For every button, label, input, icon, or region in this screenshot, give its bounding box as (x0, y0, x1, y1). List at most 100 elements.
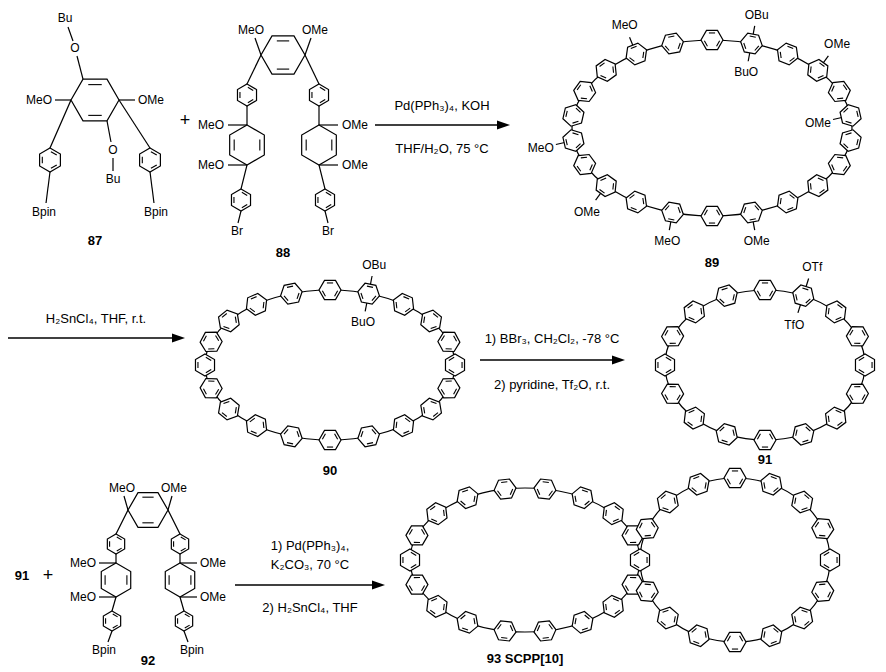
double-bond (405, 418, 410, 422)
double-bond (787, 46, 793, 48)
double-bond (575, 496, 576, 502)
ring-outline (165, 563, 194, 597)
bond-line (305, 38, 311, 55)
double-bond (203, 389, 206, 394)
atom-label: OBu (361, 259, 387, 271)
double-bond (700, 416, 702, 422)
ring-outline (826, 407, 846, 429)
double-bond (197, 362, 198, 368)
double-bond (630, 542, 636, 543)
bond-line (305, 55, 319, 84)
double-bond (625, 585, 628, 590)
double-bond (142, 497, 153, 498)
double-bond (443, 604, 445, 610)
double-bond (335, 291, 338, 296)
ring-outline (826, 301, 846, 323)
double-bond (780, 198, 782, 204)
ring-outline (662, 384, 684, 403)
double-bond (700, 308, 702, 314)
ring-outline (406, 575, 428, 594)
double-bond (774, 488, 779, 492)
double-bond (770, 434, 773, 439)
double-bond (836, 410, 842, 412)
double-bond (828, 592, 831, 598)
bond-line (46, 172, 50, 203)
double-bond (88, 84, 101, 85)
double-bond (297, 293, 299, 299)
macrocycle-chain (665, 290, 865, 440)
ring-outline (200, 379, 222, 398)
atom-label: Bpin (31, 206, 57, 218)
ring-outline (237, 84, 256, 106)
double-bond (311, 92, 312, 98)
bond-line (319, 124, 338, 125)
double-bond (859, 357, 864, 360)
double-bond (498, 624, 502, 629)
double-bond (802, 288, 808, 290)
double-bond (51, 165, 57, 168)
double-bond (367, 443, 373, 444)
macrocycle-chain (205, 290, 455, 440)
double-bond (600, 178, 606, 181)
ring-outline (684, 407, 704, 429)
atom-label: Bu (57, 12, 74, 24)
double-bond (441, 335, 444, 340)
double-bond (430, 506, 435, 510)
atom-label: Bpin (143, 206, 169, 218)
atom-label: OMe (301, 24, 329, 36)
double-bond (297, 431, 299, 437)
double-bond (818, 76, 824, 79)
double-bond (235, 317, 236, 323)
double-bond (663, 508, 669, 510)
atom-label: MeO (527, 142, 555, 154)
ring-outline (828, 155, 850, 175)
double-bond (424, 317, 425, 323)
bond-line (55, 99, 71, 100)
reagent-text: 1) Pd(PPh₃)₄, (270, 539, 351, 552)
ring-outline (828, 81, 850, 101)
double-bond (802, 440, 808, 442)
ring-outline (792, 607, 813, 629)
double-bond (250, 308, 255, 312)
ring-outline (846, 327, 868, 346)
double-bond (665, 46, 669, 51)
double-bond (762, 446, 768, 447)
compound-number: 87 (87, 234, 103, 247)
ring-outline (688, 625, 709, 647)
double-bond (704, 41, 707, 46)
double-bond (402, 557, 403, 563)
reagent-text: 2) pyridine, Tf₂O, r.t. (493, 378, 611, 391)
double-bond (361, 293, 363, 299)
compound-number: 89 (704, 256, 720, 269)
ring-outline (281, 283, 303, 304)
double-bond (704, 210, 707, 215)
double-bond (804, 495, 809, 499)
ring-outline (421, 398, 442, 420)
double-bond (576, 108, 581, 112)
bond-line (180, 596, 197, 597)
double-bond (409, 529, 412, 534)
double-bond (837, 422, 842, 426)
atom-label: MeO (69, 557, 97, 569)
double-bond (248, 87, 253, 90)
double-bond (224, 401, 230, 403)
double-bond (790, 58, 795, 62)
double-bond (670, 386, 676, 387)
macrocycle-chain (640, 478, 830, 642)
double-bond (474, 618, 475, 624)
double-bond (666, 370, 671, 373)
double-bond (857, 111, 858, 117)
reagent-text: 1) BBr₃, CH₂Cl₂, -78 °C (484, 332, 621, 345)
double-bond (630, 577, 636, 578)
ring-outline (246, 415, 266, 437)
arrow-head (612, 356, 625, 365)
double-bond (689, 410, 695, 412)
double-bond (443, 510, 445, 516)
double-bond (216, 335, 219, 340)
atom-label: MeO (108, 482, 136, 494)
double-bond (117, 537, 122, 540)
double-bond (722, 288, 728, 290)
double-bond (433, 413, 438, 417)
double-bond (126, 575, 127, 585)
double-bond (372, 429, 376, 434)
